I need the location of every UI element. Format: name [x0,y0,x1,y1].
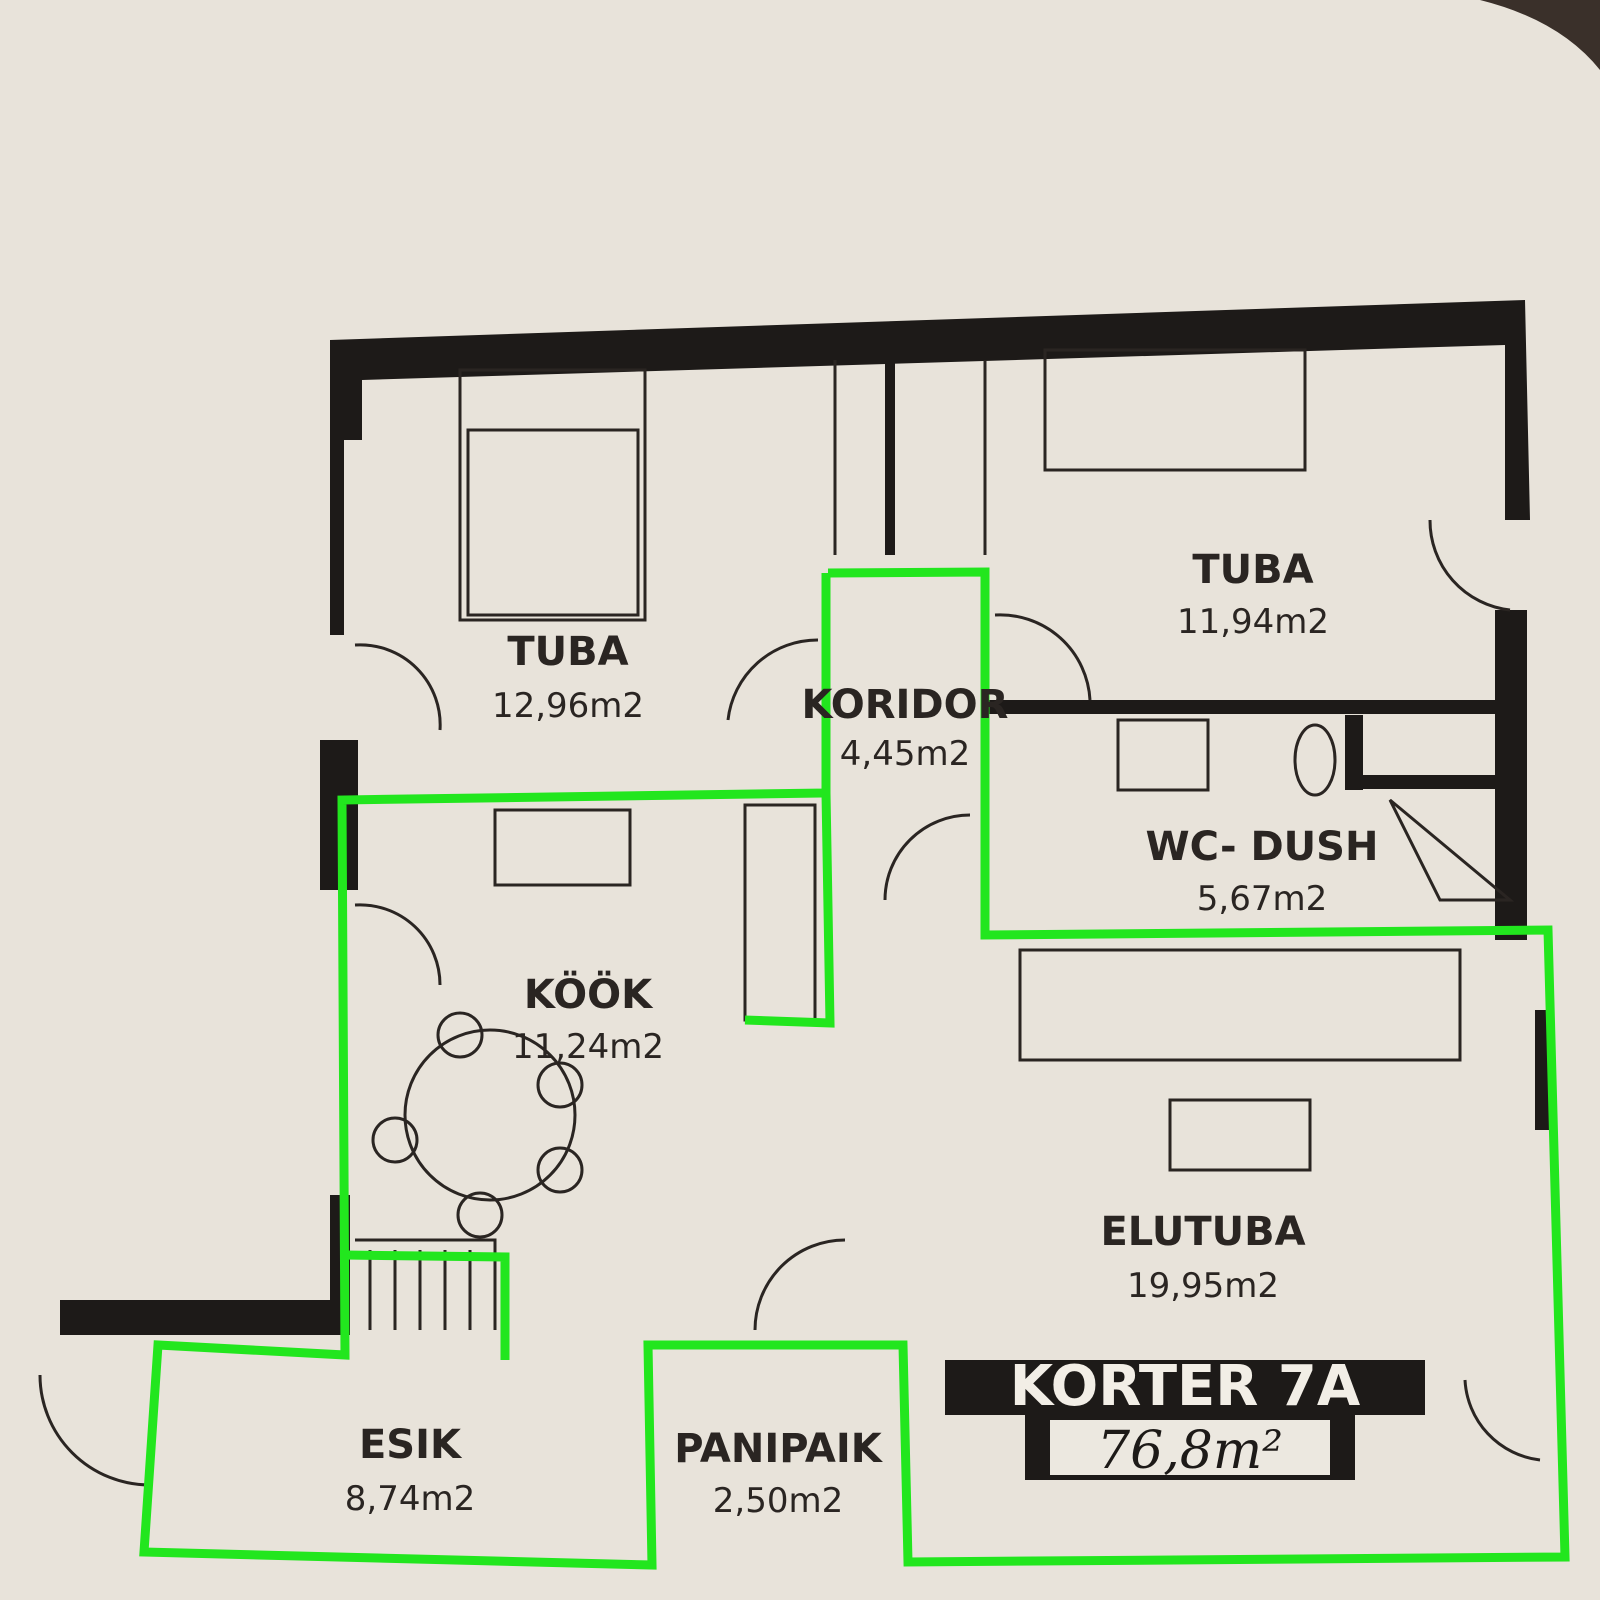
room-name: KÖÖK [524,970,654,1018]
walls [60,300,1549,1480]
room-kook: KÖÖK 11,24m2 [512,970,664,1067]
room-name: TUBA [507,629,628,675]
room-area: 4,45m2 [840,734,970,774]
room-name: TUBA [1192,547,1313,593]
room-tuba-1: TUBA 12,96m2 [492,629,644,726]
room-area: 8,74m2 [345,1479,475,1519]
room-elutuba: ELUTUBA 19,95m2 [1100,1209,1305,1306]
apartment-title: KORTER 7A [1010,1354,1361,1419]
room-wc-dush: WC- DUSH 5,67m2 [1146,824,1379,919]
room-area: 5,67m2 [1197,879,1327,919]
room-name: ELUTUBA [1100,1209,1305,1255]
room-area: 11,94m2 [1177,602,1329,642]
total-area-handwritten: 76,8m² [1097,1421,1283,1481]
room-panipaik: PANIPAIK 2,50m2 [674,1426,883,1521]
room-area: 12,96m2 [492,686,644,726]
room-area: 2,50m2 [713,1481,843,1521]
room-area: 19,95m2 [1127,1266,1279,1306]
room-name: WC- DUSH [1146,824,1379,870]
room-koridor: KORIDOR 4,45m2 [802,682,1009,774]
title-banner [945,1360,1425,1415]
room-name: KORIDOR [802,682,1009,728]
room-name: PANIPAIK [674,1426,883,1472]
room-area: 11,24m2 [512,1027,664,1067]
photo-background-corner [1480,0,1600,70]
area-highlight-outline [139,567,1570,1570]
room-name: ESIK [359,1422,463,1468]
room-esik: ESIK 8,74m2 [345,1422,475,1519]
room-tuba-2: TUBA 11,94m2 [1177,547,1329,642]
